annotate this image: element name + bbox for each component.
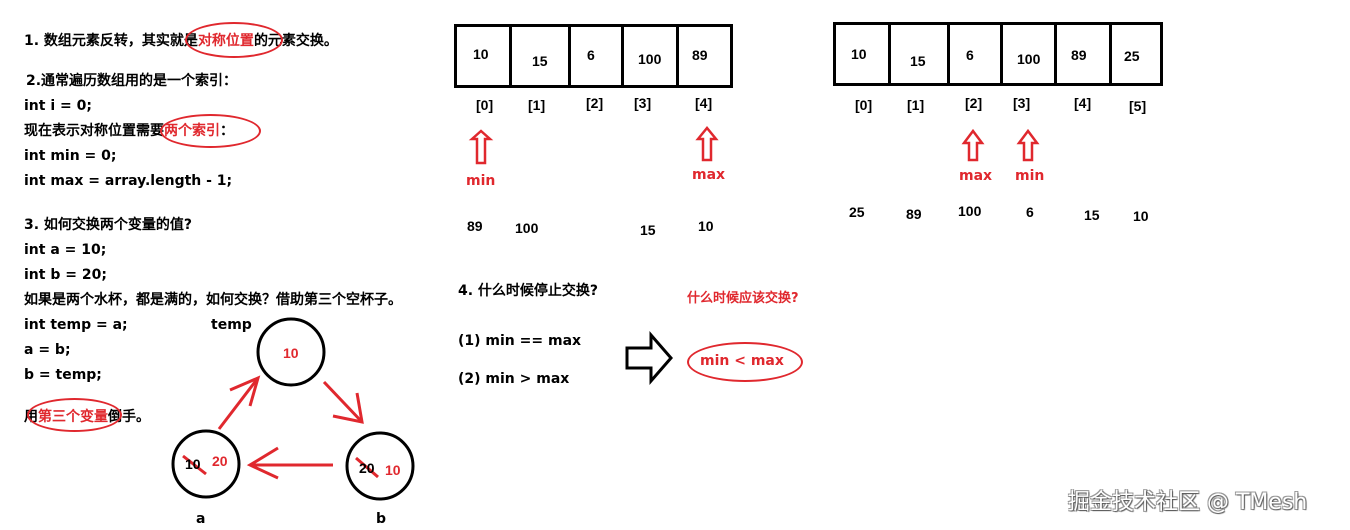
array2-index: [5]: [1129, 98, 1147, 114]
array2-cell-2: [947, 22, 1003, 86]
array1-value: 10: [473, 46, 489, 62]
code-int-b: int b = 20;: [24, 267, 107, 283]
array2-reversed: 10: [1133, 208, 1149, 224]
array2-index: [2]: [965, 95, 983, 111]
array2-value: 25: [1124, 48, 1140, 64]
code-int-min: int min = 0;: [24, 148, 117, 164]
swap-question: 什么时候应该交换?: [687, 291, 799, 306]
array2-value: 10: [851, 46, 867, 62]
code-int-max: int max = array.length - 1;: [24, 173, 233, 189]
watermark: 掘金技术社区 @ TMesh: [1068, 490, 1308, 515]
array1-value: 6: [587, 47, 595, 63]
highlight-ellipse-two-indices: [160, 114, 261, 148]
array2-max-label: max: [959, 168, 993, 184]
stop-condition-2: (2) min > max: [458, 371, 570, 387]
code-temp-assign: int temp = a;: [24, 317, 128, 333]
cup-analogy: 如果是两个水杯，都是满的，如何交换？借助第三个空杯子。: [24, 292, 402, 308]
array1-reversed: 10: [698, 218, 714, 234]
array2-index: [3]: [1013, 95, 1031, 111]
code-int-a: int a = 10;: [24, 242, 107, 258]
swap-condition-answer: min < max: [700, 353, 784, 369]
code-b-assign: b = temp;: [24, 367, 102, 383]
section2-line2-prefix: 现在表示对称位置需要: [24, 123, 164, 139]
array1-min-label: min: [466, 173, 496, 189]
array1-value: 89: [692, 47, 708, 63]
array1-value: 100: [638, 51, 662, 67]
array1-index: [0]: [476, 97, 494, 113]
array2-index: [1]: [907, 97, 925, 113]
array2-reversed: 100: [958, 203, 982, 219]
section3-title: 3. 如何交换两个变量的值?: [24, 217, 193, 233]
temp-label: temp: [211, 317, 252, 333]
highlight-ellipse-answer: [687, 342, 803, 382]
section2-title: 2.通常遍历数组用的是一个索引：: [26, 73, 238, 89]
array2-value: 100: [1017, 51, 1041, 67]
section1-prefix: 1. 数组元素反转，其实就是: [24, 33, 198, 49]
array1-reversed: 15: [640, 222, 656, 238]
array2-cell-5: [1109, 22, 1163, 86]
section4-title: 4. 什么时候停止交换?: [458, 283, 599, 299]
stop-condition-1: (1) min == max: [458, 333, 582, 349]
array2-reversed: 25: [849, 204, 865, 220]
array2-value: 15: [910, 53, 926, 69]
array2-value: 89: [1071, 47, 1087, 63]
array2-index: [0]: [855, 97, 873, 113]
a-new-value: 20: [212, 453, 228, 469]
array2-reversed: 6: [1026, 204, 1034, 220]
code-a-assign: a = b;: [24, 342, 71, 358]
a-label: a: [196, 511, 206, 527]
temp-value: 10: [283, 345, 299, 361]
array1-index: [1]: [528, 97, 546, 113]
array1-cell-4: [676, 24, 733, 88]
highlight-ellipse-third-var: [27, 398, 122, 432]
b-new-value: 10: [385, 462, 401, 478]
array1-index: [4]: [695, 95, 713, 111]
array2-min-label: min: [1015, 168, 1045, 184]
array2-reversed: 89: [906, 206, 922, 222]
array1-max-label: max: [692, 167, 726, 183]
array2-reversed: 15: [1084, 207, 1100, 223]
highlight-ellipse-symmetric: [185, 22, 283, 58]
array1-value: 15: [532, 53, 548, 69]
code-int-i: int i = 0;: [24, 98, 92, 114]
b-old-value: 20: [359, 460, 375, 476]
a-old-value: 10: [185, 456, 201, 472]
array1-reversed: 89: [467, 218, 483, 234]
b-label: b: [376, 511, 387, 527]
array1-index: [2]: [586, 95, 604, 111]
array1-cell-2: [568, 24, 624, 88]
array2-value: 6: [966, 47, 974, 63]
array1-index: [3]: [634, 95, 652, 111]
array1-reversed: 100: [515, 220, 539, 236]
array2-index: [4]: [1074, 95, 1092, 111]
